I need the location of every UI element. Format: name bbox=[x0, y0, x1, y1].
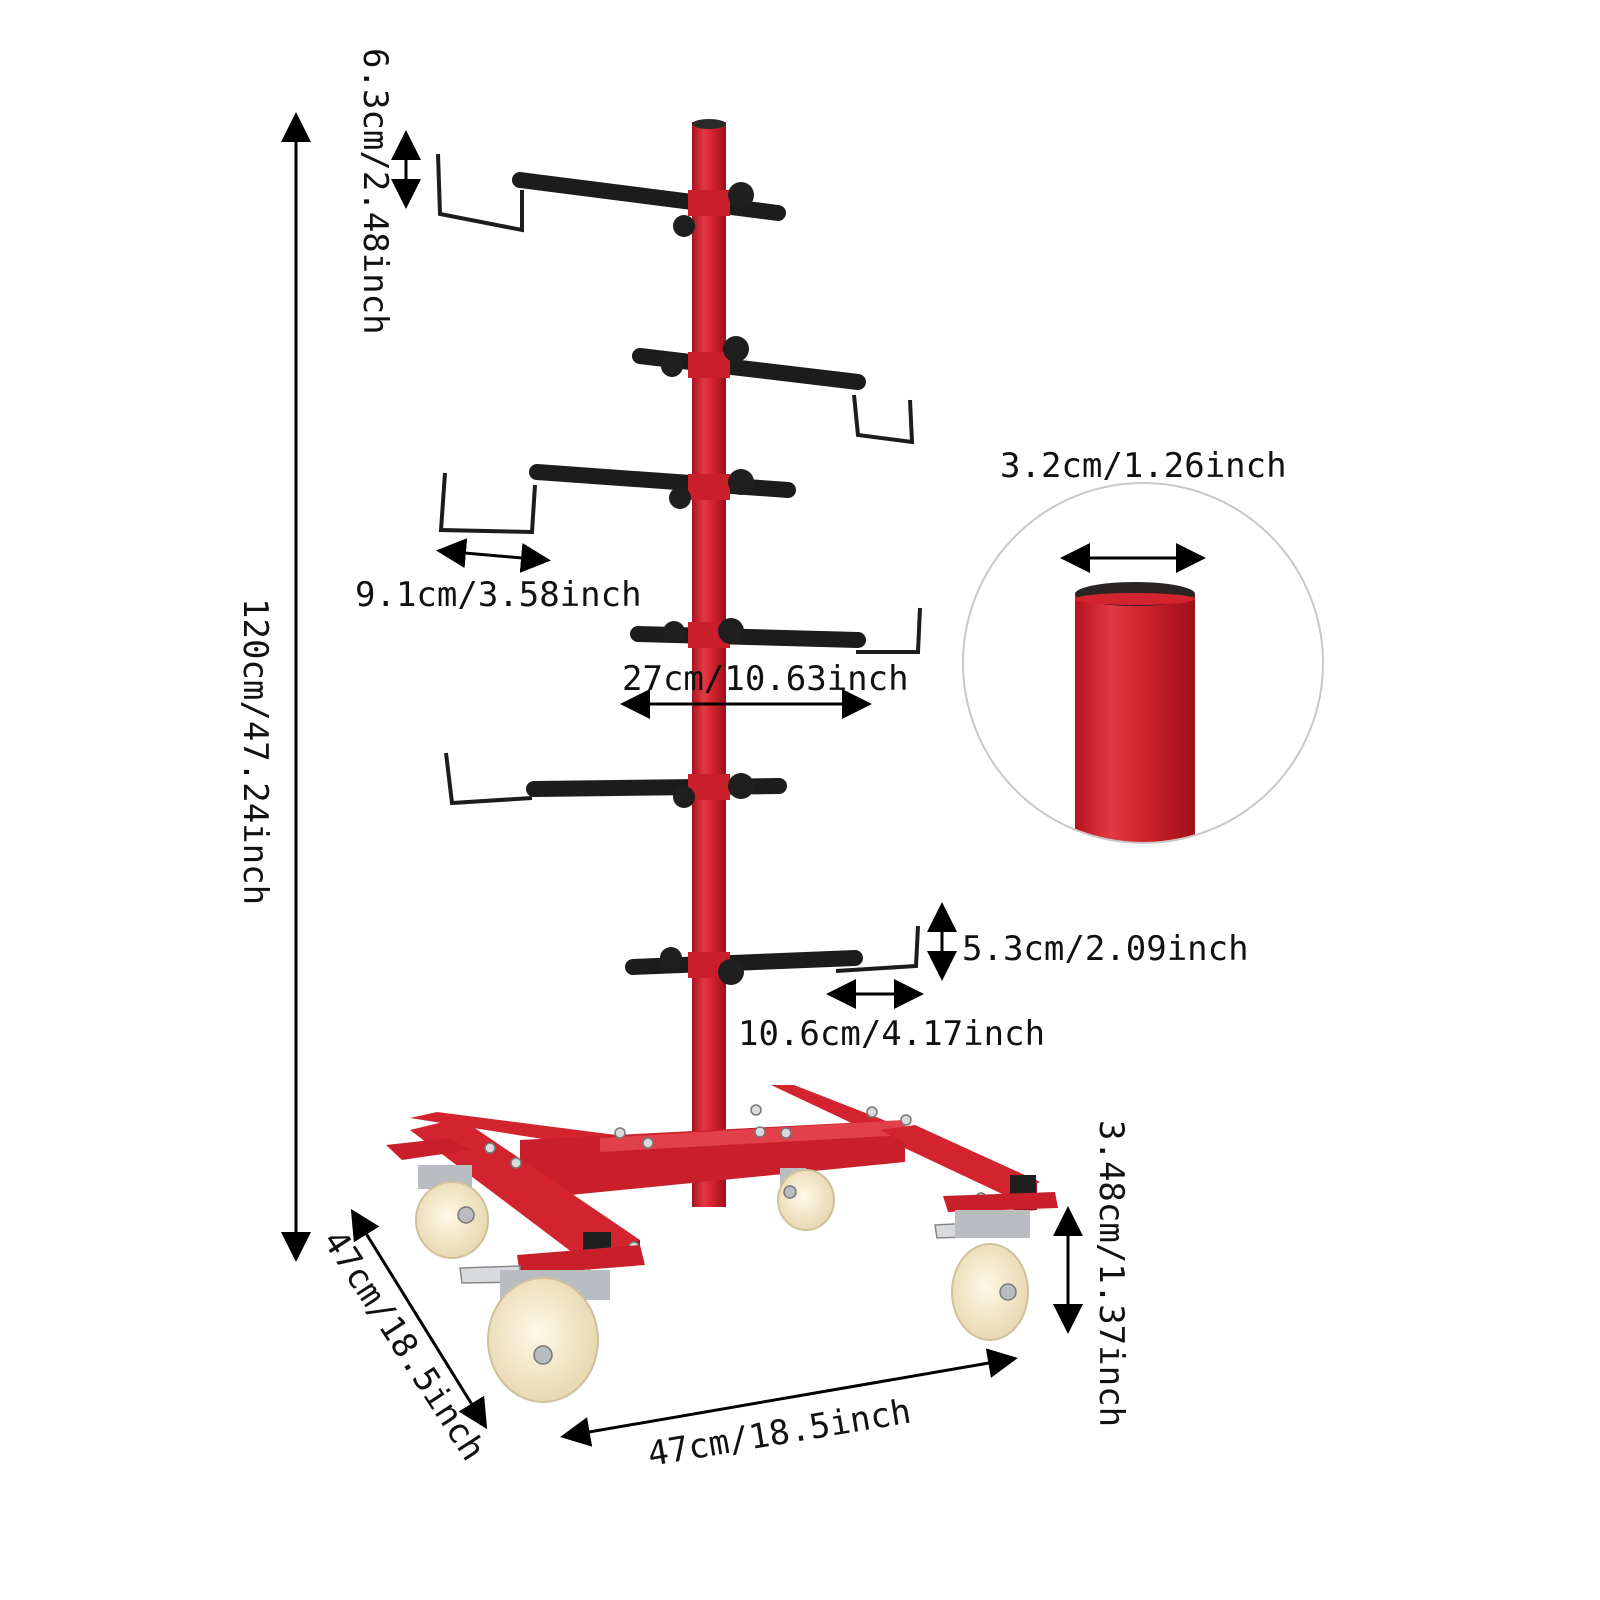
arm-1 bbox=[436, 153, 786, 237]
arm-5 bbox=[444, 752, 787, 808]
hook-height-top-label: 6.3cm/2.48inch bbox=[355, 48, 395, 335]
hook-width-arrow bbox=[436, 538, 551, 573]
hook-depth-label: 10.6cm/4.17inch bbox=[738, 1014, 1045, 1054]
arm-6 bbox=[625, 925, 920, 985]
arm-3 bbox=[438, 464, 796, 535]
caster-front-left bbox=[459, 1265, 610, 1403]
tube-diameter-label: 3.2cm/1.26inch bbox=[1000, 446, 1287, 486]
base-frame bbox=[386, 1085, 1058, 1275]
base-width-label: 47cm/18.5inch bbox=[645, 1392, 914, 1475]
base-width-arrow bbox=[560, 1348, 1018, 1447]
pole-cap bbox=[692, 119, 726, 129]
central-pole bbox=[692, 122, 726, 1207]
base-depth-label: 47cm/18.5inch bbox=[314, 1223, 492, 1468]
hook-height-bottom-label: 5.3cm/2.09inch bbox=[962, 929, 1249, 969]
tube-detail-callout: 3.2cm/1.26inch bbox=[962, 446, 1324, 844]
caster-height-label: 3.48cm/1.37inch bbox=[1091, 1120, 1131, 1427]
arm-4 bbox=[630, 607, 922, 654]
dimension-arrows bbox=[281, 112, 1083, 1447]
hook-width-label: 9.1cm/3.58inch bbox=[355, 575, 642, 615]
arm-length-label: 27cm/10.63inch bbox=[622, 659, 909, 699]
tube-closeup bbox=[1075, 595, 1195, 842]
total-height-label: 120cm/47.24inch bbox=[235, 598, 275, 905]
caster-back-middle bbox=[777, 1168, 835, 1231]
base-depth-arrow bbox=[350, 1208, 488, 1430]
caster-front-right bbox=[934, 1210, 1030, 1341]
rack-illustration bbox=[386, 119, 1058, 1403]
arm-2 bbox=[632, 336, 915, 445]
